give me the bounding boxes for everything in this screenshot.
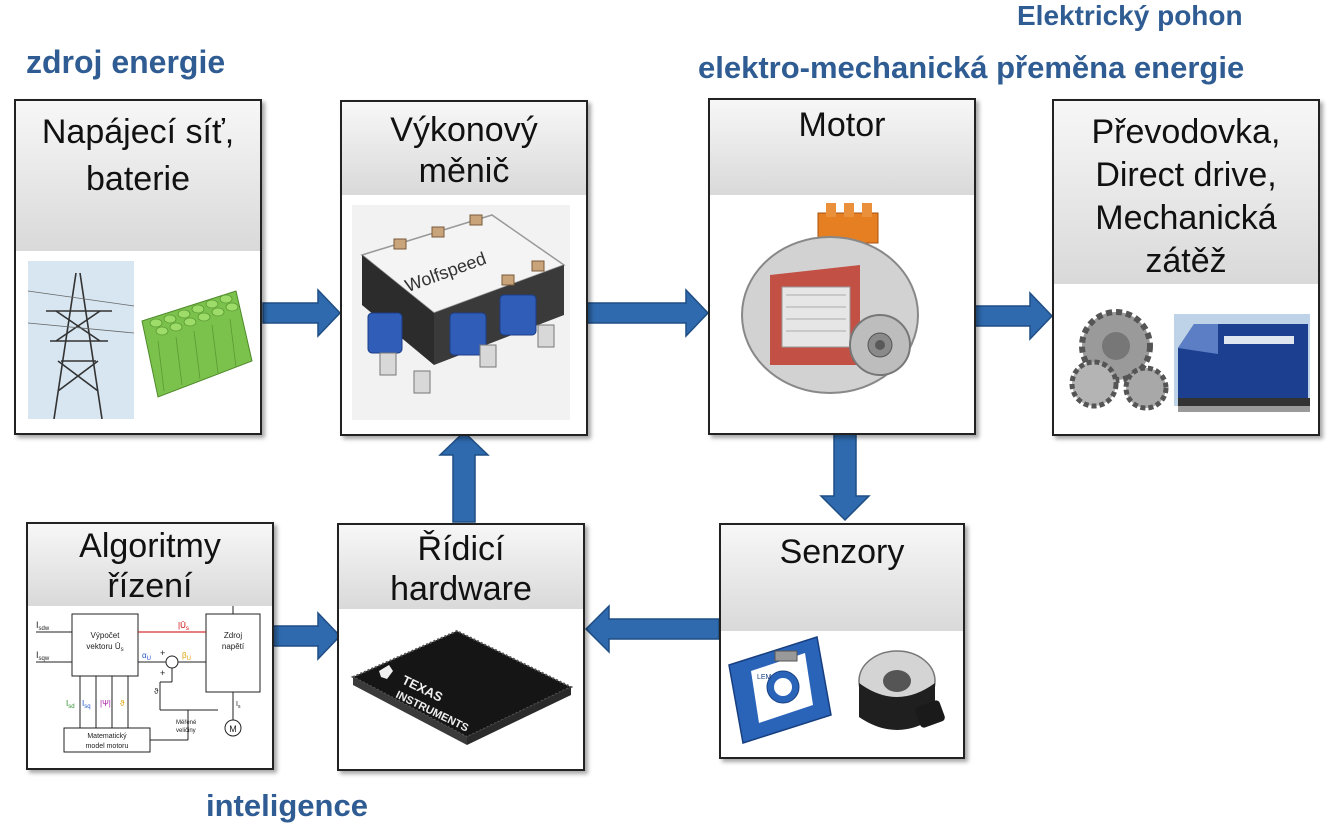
sensors-image: LEM: [721, 631, 963, 757]
svg-text:Zdroj: Zdroj: [224, 631, 242, 640]
svg-text:Is: Is: [236, 701, 241, 710]
heading-conversion: elektro-mechanická přeměna energie: [698, 50, 1245, 85]
box-title-line: Výkonový: [390, 111, 538, 149]
box-sensors: Senzory LEM: [719, 523, 965, 759]
box-gearbox-load: Převodovka, Direct drive, Mechanická zát…: [1052, 99, 1320, 436]
control-block-diagram: Isdw Isqw Výpočet vektoru Ūs Zdroj napět…: [28, 606, 272, 768]
box-title-line: Mechanická: [1095, 199, 1277, 237]
svg-text:veličiny: veličiny: [176, 728, 196, 734]
arrow-inverter-to-motor: [585, 288, 710, 338]
power-pylon-icon: [27, 272, 135, 420]
box-control-hardware: Řídicí hardware TEXAS INSTRUMENTS: [337, 523, 585, 771]
arrow-motor-to-load: [973, 291, 1054, 341]
chip-image: TEXAS INSTRUMENTS: [339, 609, 583, 769]
box-title-line: Řídicí: [417, 530, 505, 568]
heading-electric-drive: Elektrický pohon: [1017, 0, 1243, 31]
power-source-image: [16, 251, 260, 433]
svg-text:Isdw: Isdw: [36, 620, 50, 632]
svg-text:+: +: [160, 648, 165, 658]
svg-text:|Ūs: |Ūs: [178, 621, 189, 632]
gearbox-load-image: [1054, 284, 1318, 434]
svg-text:|Ψ|: |Ψ|: [100, 699, 111, 708]
motor-icon: [741, 203, 919, 394]
sensor-brand-label: LEM: [757, 674, 772, 681]
svg-text:Isq: Isq: [82, 699, 91, 710]
box-title-line: Motor: [798, 106, 886, 144]
arrow-hw-to-inverter: [438, 430, 490, 523]
microcontroller-chip-icon: TEXAS INSTRUMENTS: [350, 629, 574, 745]
svg-text:Isqw: Isqw: [36, 650, 50, 662]
arrow-source-to-inverter: [262, 288, 342, 338]
battery-pack-icon: [141, 290, 253, 398]
svg-text:+: +: [160, 668, 165, 678]
svg-text:βU: βU: [182, 651, 191, 662]
box-power-source: Napájecí síť, baterie: [14, 99, 262, 435]
box-power-inverter: Výkonový měnič Wolfspeed: [340, 100, 588, 436]
box-title-line: Napájecí síť,: [41, 113, 235, 151]
arrow-sensors-to-hw: [584, 604, 720, 654]
arrow-motor-to-sensors: [819, 432, 871, 522]
box-title-line: hardware: [390, 570, 532, 608]
svg-text:vektoru Ūs: vektoru Ūs: [86, 642, 123, 653]
svg-text:Výpočet: Výpočet: [91, 631, 121, 640]
svg-text:ϑ: ϑ: [154, 687, 159, 696]
arrow-algo-to-hw: [269, 611, 342, 661]
svg-text:Isd: Isd: [66, 699, 75, 710]
svg-text:model motoru: model motoru: [86, 743, 129, 750]
svg-text:M: M: [229, 724, 237, 734]
ti-logo-icon: [379, 665, 393, 679]
gears-icon: [1069, 309, 1169, 411]
svg-text:napětí: napětí: [222, 642, 245, 651]
heading-intelligence: inteligence: [206, 788, 368, 823]
motor-image: [710, 195, 974, 433]
box-title-line: zátěž: [1145, 242, 1227, 280]
inverter-image: Wolfspeed: [342, 195, 586, 434]
current-sensor-icon: LEM: [728, 636, 832, 744]
svg-text:Matematický: Matematický: [87, 733, 127, 740]
heading-energy-source: zdroj energie: [26, 44, 226, 80]
svg-text:Měřené: Měřené: [176, 720, 197, 726]
locomotive-icon: [1174, 314, 1310, 412]
box-control-algorithms: Algoritmy řízení: [26, 522, 274, 770]
box-title-line: Direct drive,: [1095, 156, 1277, 194]
box-title-line: řízení: [107, 567, 193, 605]
box-title-line: měnič: [418, 152, 510, 190]
svg-text:αU: αU: [142, 651, 151, 662]
box-title-line: baterie: [86, 160, 190, 198]
box-title-line: Algoritmy: [79, 527, 221, 565]
svg-text:ϑ: ϑ: [120, 699, 125, 708]
box-title-line: Senzory: [779, 533, 905, 571]
encoder-icon: [858, 650, 945, 730]
box-title-line: Převodovka,: [1091, 113, 1281, 151]
box-motor: Motor: [708, 98, 976, 435]
